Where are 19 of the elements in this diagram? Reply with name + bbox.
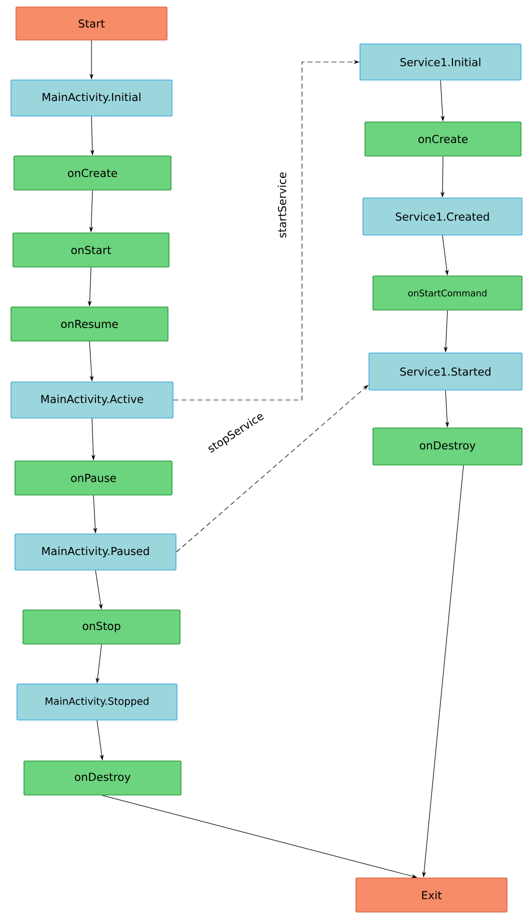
method-box: onResume bbox=[10, 306, 168, 342]
method-box: onCreate bbox=[14, 156, 172, 190]
terminal-box: Exit bbox=[356, 878, 508, 912]
state-box: Service1.Initial bbox=[360, 44, 522, 80]
method-box: onCreate bbox=[364, 122, 522, 156]
state-box: MainActivity.Stopped bbox=[16, 684, 178, 720]
method-box: onStartCommand bbox=[372, 276, 522, 310]
state-box: Service1.Started bbox=[368, 352, 522, 390]
method-box: onDestroy bbox=[372, 428, 522, 466]
state-box: Service1.Created bbox=[362, 198, 522, 236]
state-box: MainActivity.Initial bbox=[10, 80, 172, 116]
method-box: onStop bbox=[22, 610, 180, 644]
terminal-box: Start bbox=[16, 6, 168, 40]
state-box: MainActivity.Active bbox=[10, 382, 174, 418]
edge-label: startService bbox=[276, 170, 288, 240]
method-box: onPause bbox=[14, 460, 172, 496]
method-box: onStart bbox=[12, 232, 170, 268]
state-box: MainActivity.Paused bbox=[14, 534, 176, 570]
method-box: onDestroy bbox=[24, 760, 182, 796]
